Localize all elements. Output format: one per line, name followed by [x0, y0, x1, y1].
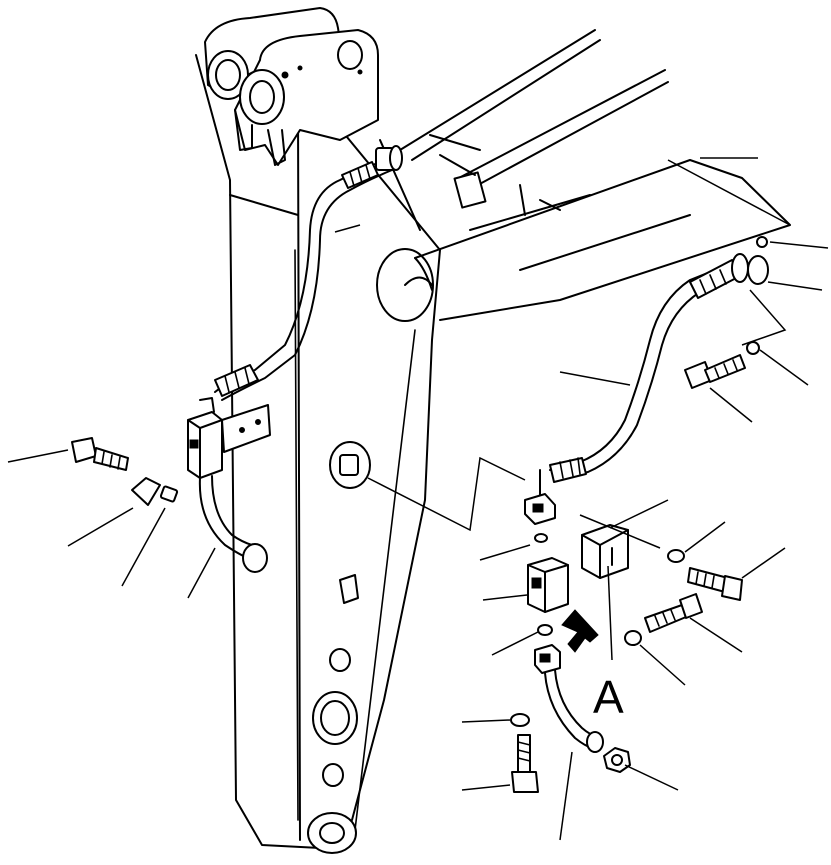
leader-line: [121, 507, 166, 587]
detail-view-a: A: [367, 456, 743, 793]
leader-line: [559, 371, 631, 386]
leader-line: [479, 544, 531, 561]
view-callout-label: A: [593, 671, 624, 723]
leader-line: [741, 547, 786, 579]
left-hose-assembly: [71, 145, 403, 573]
leader-line: [759, 349, 809, 386]
leader-line: [461, 719, 511, 723]
leader-line: [482, 594, 528, 601]
leader-line: [609, 499, 669, 529]
leader-line: [559, 751, 573, 841]
leader-line: [187, 547, 216, 599]
right-hose-assembly: [524, 236, 769, 525]
leader-line: [624, 764, 679, 791]
leader-line: [684, 521, 726, 553]
leader-line: [639, 644, 686, 686]
leader-line: [709, 387, 753, 423]
hydraulic-cylinder: [399, 29, 791, 321]
top-mount-lugs: [204, 7, 379, 166]
boom-arm: [195, 54, 441, 849]
leader-line: [689, 617, 743, 653]
leader-line: [67, 507, 134, 547]
leader-line: [607, 565, 613, 661]
leader-lines: [7, 157, 829, 841]
leader-line: [491, 631, 539, 656]
leader-line: [769, 241, 829, 249]
pin-boss: [376, 248, 434, 322]
leader-line: [667, 159, 791, 226]
leader-line: [579, 514, 661, 549]
leader-line: [461, 784, 511, 791]
leader-line: [7, 449, 69, 463]
arm-access-holes: [307, 441, 371, 854]
leader-line: [767, 281, 823, 291]
leader-line: [334, 224, 361, 233]
leader-line: [741, 289, 787, 346]
